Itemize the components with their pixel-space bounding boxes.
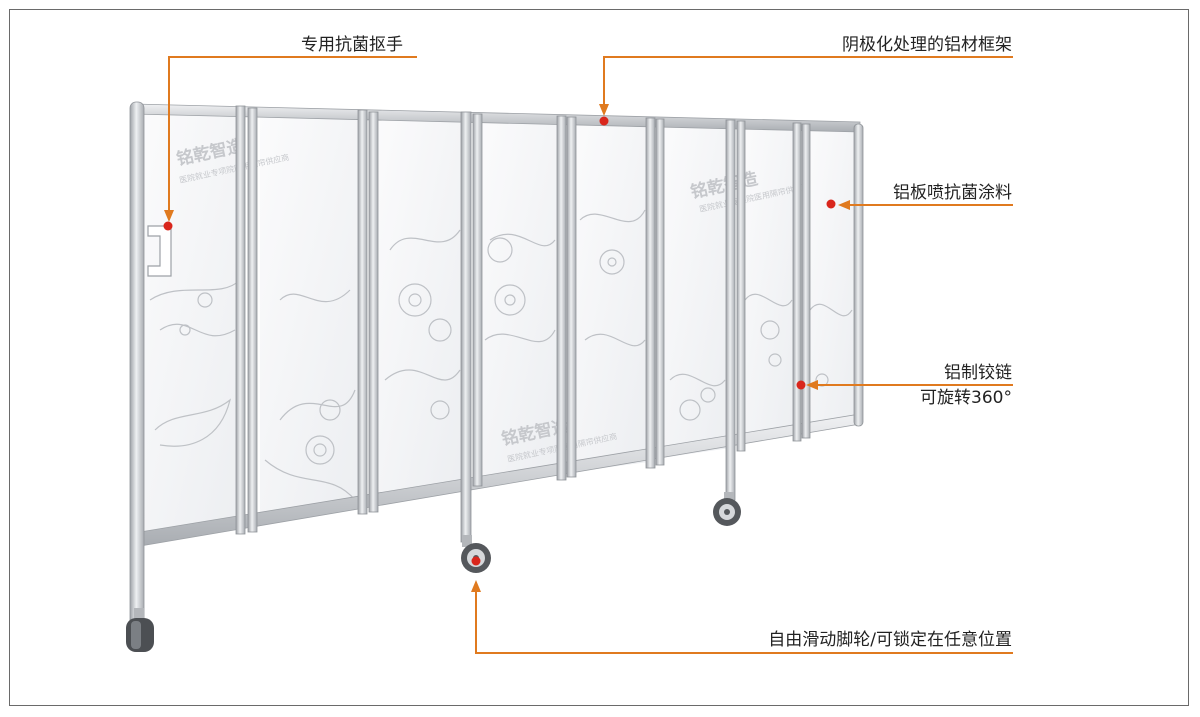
caster-right (713, 492, 741, 526)
pole-3b (472, 113, 483, 487)
callout-label-casters: 自由滑动脚轮/可锁定在任意位置 (768, 630, 1012, 650)
panel-8 (808, 126, 856, 430)
panel-5 (574, 120, 648, 472)
callout-label-handle: 专用抗菌抠手 (301, 35, 403, 55)
callout-line-frame (603, 56, 1013, 112)
antibacterial-handle (147, 225, 172, 277)
callout-line-casters (475, 584, 1013, 654)
frame-poles (129, 101, 864, 643)
pole-5a (645, 117, 656, 469)
dot-hinge (796, 380, 806, 390)
pole-right-end (853, 123, 864, 427)
arrowhead-handle (164, 210, 174, 222)
panel-7 (742, 124, 795, 444)
pole-3a (460, 111, 472, 543)
pole-6b (736, 120, 746, 452)
arrowhead-coating (838, 200, 850, 210)
callout-label-frame: 阴极化处理的铝材框架 (842, 35, 1012, 55)
pole-5b (655, 118, 665, 466)
caster-left (126, 608, 154, 652)
dot-casters (471, 556, 481, 566)
pole-1b (247, 107, 258, 533)
panel-4 (480, 118, 560, 485)
pole-2b (368, 111, 379, 513)
arrowhead-hinge (806, 380, 818, 390)
panel-2 (260, 114, 360, 522)
pole-7a (792, 122, 802, 442)
arrowhead-frame (599, 104, 609, 116)
callout-label-hinge-line2: 可旋转360° (920, 388, 1012, 408)
callout-line-handle (168, 56, 417, 218)
pole-4a (556, 115, 567, 481)
marker-dots (163, 116, 836, 566)
callout-label-hinge-line1: 铝制铰链 (944, 363, 1012, 383)
pole-2a (357, 109, 368, 515)
pole-4b (566, 116, 577, 478)
pole-left-end (129, 101, 145, 643)
callout-label-coating: 铝板喷抗菌涂料 (893, 183, 1012, 203)
panel-1 (141, 112, 242, 540)
pole-6a (725, 119, 736, 501)
arrowhead-casters (471, 580, 481, 592)
screen-panels (141, 112, 856, 540)
caster-middle (461, 535, 491, 573)
panel-6 (662, 122, 730, 458)
panel-3 (378, 116, 463, 500)
callout-lines (168, 56, 1013, 654)
dot-coating (826, 199, 836, 209)
dot-handle (163, 221, 173, 231)
pole-7b (801, 123, 811, 439)
image-border (9, 9, 1189, 706)
dot-frame (599, 116, 609, 126)
pole-1a (235, 105, 246, 535)
callout-arrowheads (164, 104, 850, 592)
floral-pattern (149, 209, 853, 501)
